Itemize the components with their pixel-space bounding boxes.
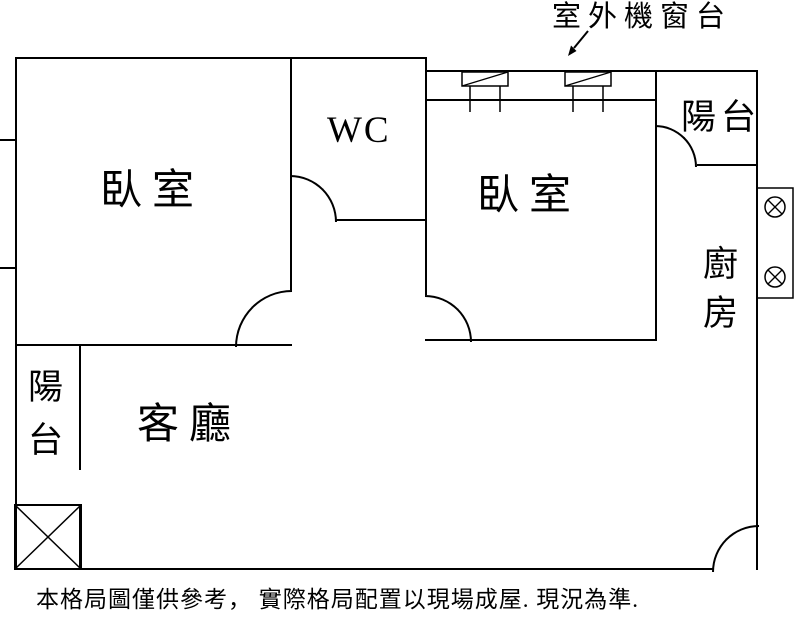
wall-outer-left (15, 57, 17, 570)
wall-balcony-top-bottom (697, 164, 758, 166)
room-label-bedroom-right: 臥室 (477, 173, 582, 219)
wall-bedroom-left-right (290, 57, 292, 290)
window-tick-lower (0, 267, 15, 269)
room-label-living-room: 客廳 (137, 402, 242, 448)
room-label-balcony-top: 陽台 (681, 98, 762, 137)
window-tick-upper (0, 139, 15, 141)
wall-outer-right (756, 70, 758, 570)
wall-wc-bottom (335, 219, 427, 221)
room-label-kitchen: 廚房 (698, 245, 737, 343)
room-label-bedroom-left: 臥室 (100, 168, 205, 214)
pipe-shaft-icon (756, 187, 794, 299)
washer-box-icon (14, 504, 82, 570)
wall-outer-top-left (15, 57, 427, 59)
wall-bedroom-right-window (425, 99, 657, 101)
door-arc-entrance (712, 525, 759, 572)
disclaimer-text: 本格局圖僅供參考， 實際格局配置以現場成屋. 現況為準. (36, 587, 639, 612)
wall-bedroom-right-bottom (425, 339, 657, 341)
annotation-arrow-icon (568, 30, 589, 56)
annotation-outdoor-unit-sill: 室外機窗台 (552, 1, 733, 33)
door-arc-bedroom-right (425, 295, 472, 342)
door-arc-bedroom-left (235, 290, 292, 347)
ac-outdoor-units-icon (461, 71, 612, 112)
door-arc-wc (290, 175, 337, 222)
wall-bedroom-left-bottom (15, 344, 292, 346)
wall-outer-top-right (425, 70, 758, 72)
wall-balcony-left-upper (79, 344, 81, 470)
room-label-wc: WC (327, 110, 391, 151)
wall-kitchen-left (655, 70, 657, 341)
wall-outer-bottom (15, 568, 714, 570)
wall-bedroom-right-left (425, 57, 427, 295)
room-label-balcony-left: 陽台 (23, 368, 62, 474)
